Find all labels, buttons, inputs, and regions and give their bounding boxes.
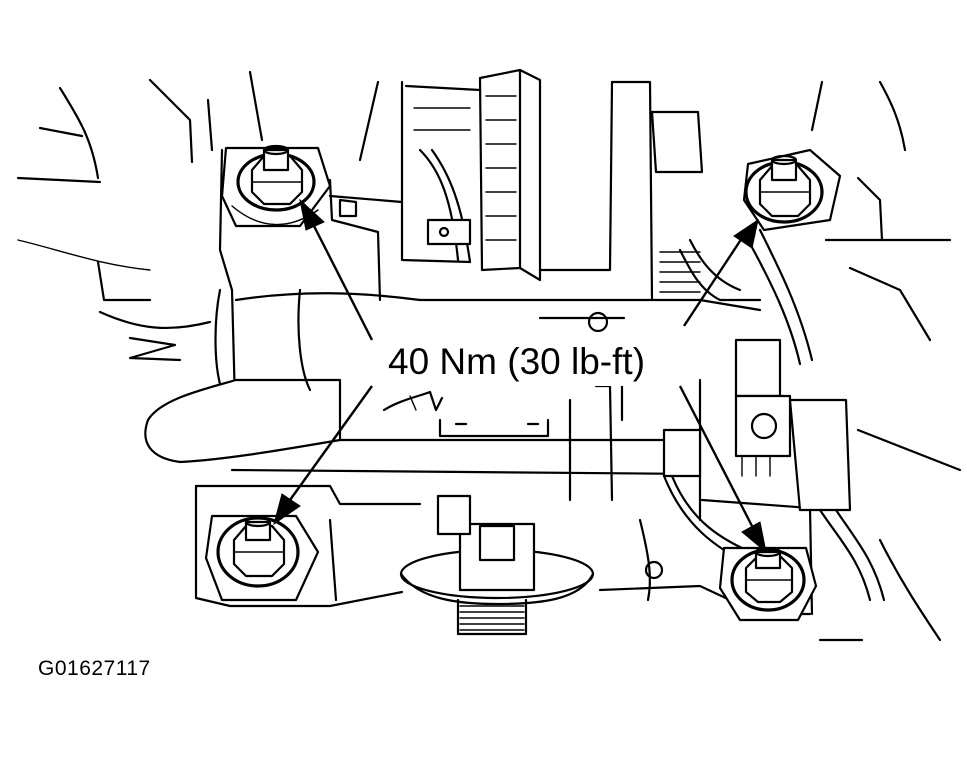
arrowhead-lower-left: [273, 493, 301, 526]
arrowhead-lower-right: [741, 521, 767, 554]
leader-lower-right: [678, 385, 754, 527]
torque-label: 40 Nm (30 lb-ft): [388, 341, 645, 382]
leader-upper-left: [312, 225, 374, 341]
left-dash-outline: [16, 70, 380, 362]
leader-upper-right: [682, 237, 744, 327]
connector-assembly: [659, 228, 886, 602]
leader-lower-left: [289, 385, 373, 501]
torque-callout: 40 Nm (30 lb-ft): [374, 336, 678, 386]
lower-shaft: [399, 494, 595, 636]
arrowhead-upper-left: [299, 198, 325, 231]
column-lever: [144, 288, 342, 464]
lower-left-nut: [204, 514, 320, 602]
lower-right-nut: [718, 546, 818, 622]
leader-lines: [273, 198, 767, 554]
arrowhead-upper-right: [733, 218, 759, 249]
column-upper-housing: [400, 68, 704, 302]
torque-callout-box: [374, 336, 678, 386]
figure-id: G01627117: [38, 657, 151, 680]
upper-right-nut: [742, 148, 842, 232]
right-dash-outline: [810, 80, 962, 642]
column-main-body: [218, 148, 762, 522]
